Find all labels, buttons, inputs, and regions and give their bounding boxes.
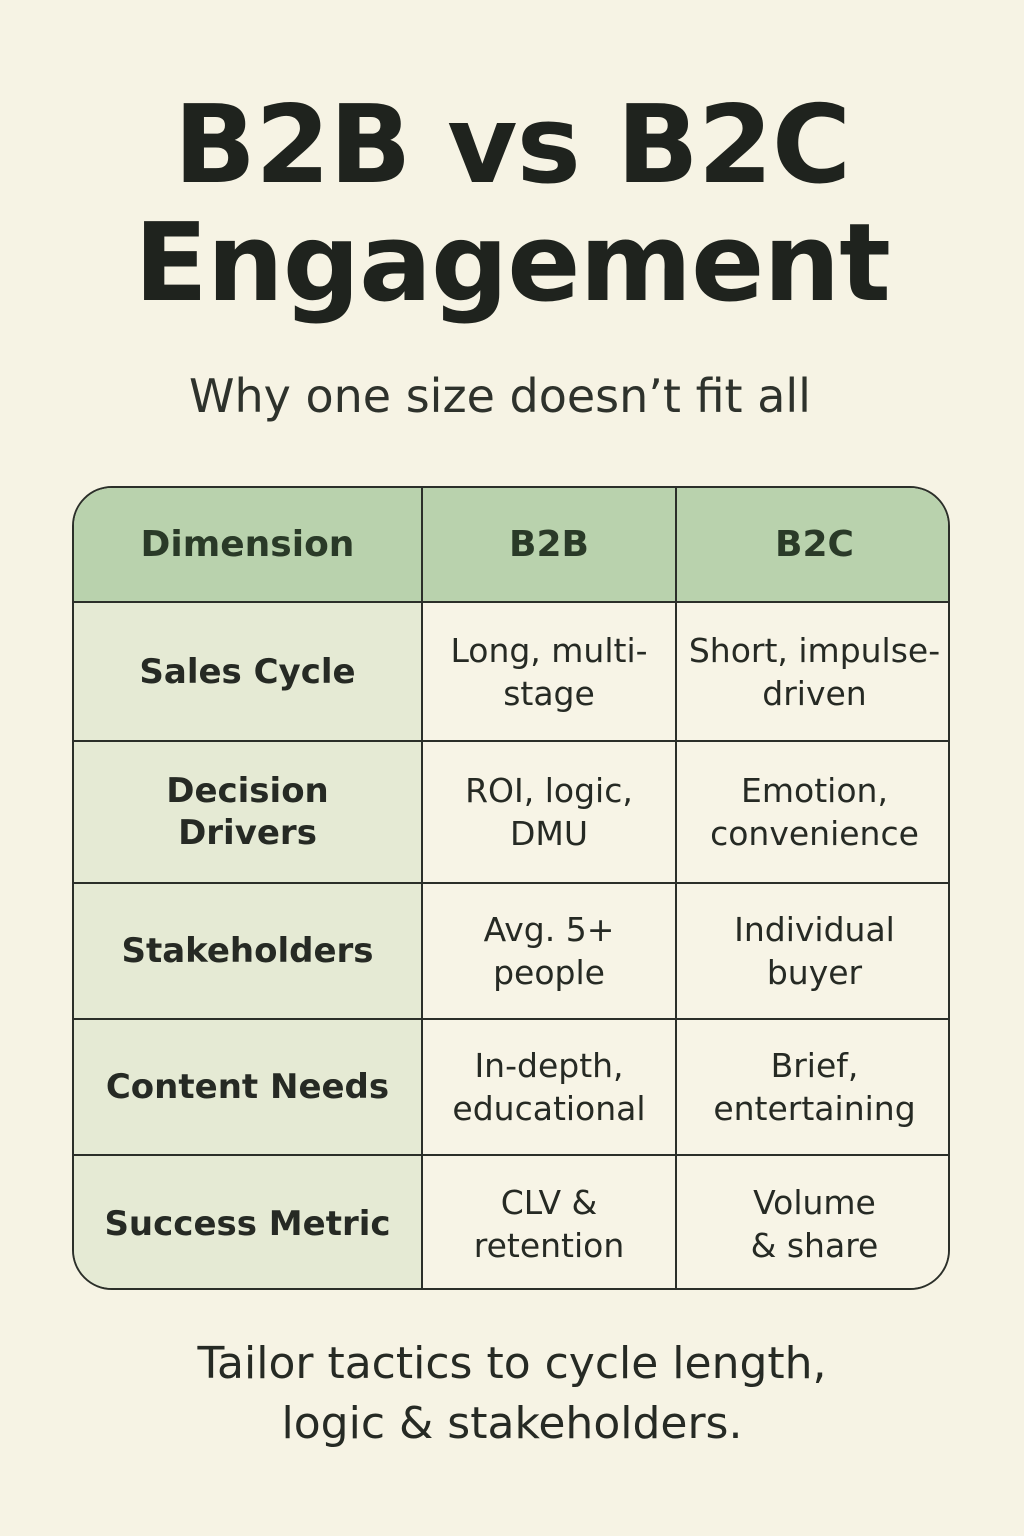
dimension-cell: Success Metric bbox=[74, 1154, 423, 1288]
dimension-cell: Content Needs bbox=[74, 1018, 423, 1156]
table-row: Stakeholders Avg. 5+ people Individual b… bbox=[74, 882, 948, 1020]
b2b-cell: Avg. 5+ people bbox=[421, 882, 677, 1020]
footer-line-1: Tailor tactics to cycle length, bbox=[197, 1338, 827, 1389]
b2b-cell: ROI, logic, DMU bbox=[421, 740, 677, 884]
table-row: Success Metric CLV & retention Volume & … bbox=[74, 1154, 948, 1288]
column-header-dimension: Dimension bbox=[74, 488, 423, 603]
b2b-value: In-depth, educational bbox=[452, 1046, 646, 1128]
dimension-cell: Stakeholders bbox=[74, 882, 423, 1020]
table-header-row: Dimension B2B B2C bbox=[74, 488, 948, 603]
b2b-value: CLV & retention bbox=[473, 1182, 625, 1265]
comparison-table: Dimension B2B B2C Sales Cycle Long, mult… bbox=[72, 486, 950, 1290]
b2c-value: Short, impulse-driven bbox=[688, 630, 941, 713]
b2c-cell: Volume & share bbox=[675, 1154, 948, 1288]
footer-line-2: logic & stakeholders. bbox=[281, 1398, 743, 1449]
page-title-line-2: Engagement bbox=[134, 201, 891, 326]
b2c-cell: Emotion, convenience bbox=[675, 740, 948, 884]
dimension-cell: Sales Cycle bbox=[74, 601, 423, 742]
table-row: Decision Drivers ROI, logic, DMU Emotion… bbox=[74, 740, 948, 884]
b2c-value: Emotion, convenience bbox=[710, 771, 919, 853]
b2c-cell: Individual buyer bbox=[675, 882, 948, 1020]
b2b-value: Long, multi-stage bbox=[450, 630, 648, 713]
b2b-cell: Long, multi-stage bbox=[421, 601, 677, 742]
dimension-cell: Decision Drivers bbox=[74, 740, 423, 884]
dimension-label: Content Needs bbox=[105, 1067, 390, 1107]
page-subtitle: Why one size doesn’t fit all bbox=[189, 369, 811, 423]
column-header-b2c: B2C bbox=[675, 488, 948, 603]
footer-takeaway: Tailor tactics to cycle length, logic & … bbox=[0, 1334, 1024, 1454]
dimension-label: Sales Cycle bbox=[139, 651, 356, 692]
b2c-cell: Short, impulse-driven bbox=[675, 601, 948, 742]
dimension-label: Decision Drivers bbox=[166, 771, 329, 853]
dimension-label: Success Metric bbox=[104, 1203, 391, 1244]
b2b-value: Avg. 5+ people bbox=[483, 910, 615, 992]
dimension-label: Stakeholders bbox=[121, 931, 374, 971]
b2c-value: Brief, entertaining bbox=[713, 1046, 916, 1128]
column-header-b2b: B2B bbox=[421, 488, 677, 603]
b2b-value: ROI, logic, DMU bbox=[465, 771, 633, 853]
b2b-cell: In-depth, educational bbox=[421, 1018, 677, 1156]
page-title-line-1: B2B vs B2C bbox=[173, 83, 851, 208]
table-row: Content Needs In-depth, educational Brie… bbox=[74, 1018, 948, 1156]
b2c-value: Volume & share bbox=[750, 1182, 879, 1265]
b2b-cell: CLV & retention bbox=[421, 1154, 677, 1288]
b2c-cell: Brief, entertaining bbox=[675, 1018, 948, 1156]
b2c-value: Individual buyer bbox=[734, 910, 895, 992]
table-row: Sales Cycle Long, multi-stage Short, imp… bbox=[74, 601, 948, 742]
